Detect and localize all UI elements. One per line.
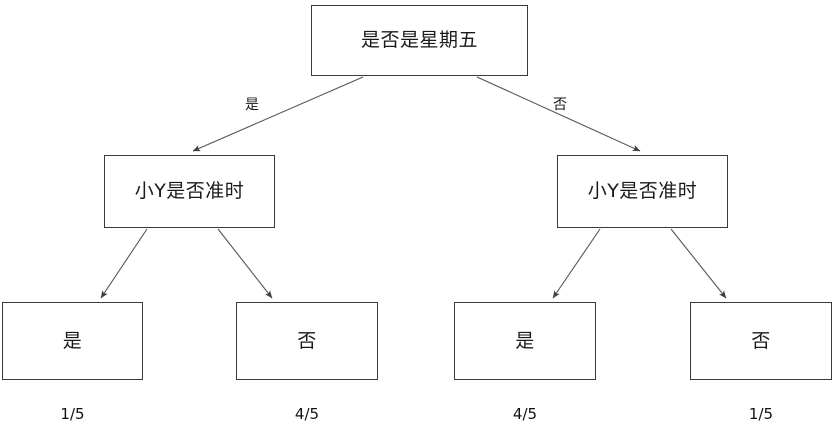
node-mid-right-label: 小Y是否准时 bbox=[587, 180, 698, 202]
probability-label-leaf-0: 1/5 bbox=[60, 405, 85, 423]
node-leaf-2[interactable]: 是 bbox=[454, 302, 596, 380]
node-mid-left[interactable]: 小Y是否准时 bbox=[104, 155, 275, 228]
edge-mid-left-to-leaf-1 bbox=[217, 228, 273, 299]
edge-mid-left-to-leaf-0 bbox=[100, 228, 148, 299]
node-mid-right[interactable]: 小Y是否准时 bbox=[557, 155, 728, 228]
node-leaf-3[interactable]: 否 bbox=[690, 302, 832, 380]
probability-label-leaf-3: 1/5 bbox=[748, 405, 774, 423]
node-leaf-0-label: 是 bbox=[62, 329, 83, 352]
edge-mid-right-to-leaf-3 bbox=[670, 228, 727, 299]
node-root-label: 是否是星期五 bbox=[360, 29, 478, 51]
edge-root-to-mid-right bbox=[476, 76, 641, 152]
node-leaf-1[interactable]: 否 bbox=[236, 302, 378, 380]
node-leaf-1-label: 否 bbox=[297, 329, 317, 352]
node-mid-left-label: 小Y是否准时 bbox=[134, 180, 245, 202]
edge-label-yes: 是 bbox=[245, 97, 259, 113]
probability-label-leaf-1: 4/5 bbox=[294, 405, 320, 423]
node-leaf-3-label: 否 bbox=[751, 329, 771, 352]
edge-label-no: 否 bbox=[553, 97, 567, 113]
node-root[interactable]: 是否是星期五 bbox=[311, 5, 528, 76]
edge-root-to-mid-left bbox=[192, 76, 364, 152]
edge-mid-right-to-leaf-2 bbox=[552, 228, 601, 299]
node-leaf-0[interactable]: 是 bbox=[2, 302, 143, 380]
node-leaf-2-label: 是 bbox=[515, 329, 535, 352]
probability-label-leaf-2: 4/5 bbox=[512, 405, 538, 423]
